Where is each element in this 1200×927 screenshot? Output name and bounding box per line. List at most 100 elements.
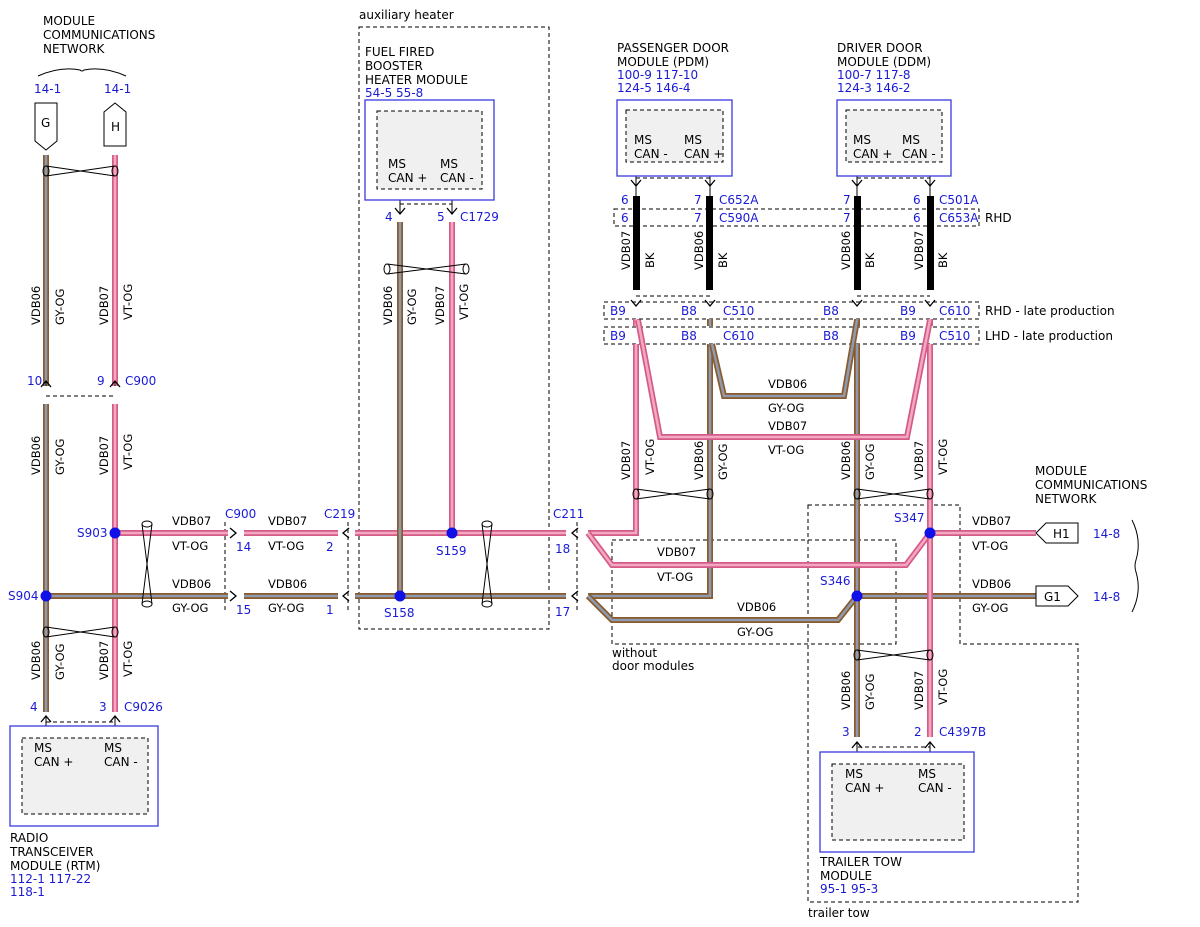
- label-bk-pdm-b: BK: [716, 252, 730, 268]
- arrow-door-top-2: [851, 179, 863, 188]
- splice-s903: [109, 527, 121, 539]
- network-right-title-2: COMMUNICATIONS: [1035, 478, 1147, 492]
- c211-pin-a: 18: [555, 542, 570, 556]
- label-gy-h-door: GY-OG: [768, 401, 804, 415]
- trailer-can-plus-2: CAN +: [845, 781, 884, 795]
- label-w6-mid-c: VDB06: [839, 441, 853, 480]
- trailer-name-2: MODULE: [820, 869, 872, 883]
- twist-rtm: [45, 626, 116, 638]
- ddm-pin-dash: [857, 177, 930, 297]
- rtm-can-minus-2: CAN -: [104, 755, 138, 769]
- label-vt-h-1: VT-OG: [172, 539, 208, 553]
- without-door-line-1: without: [612, 646, 657, 660]
- rtm-name-1: RADIO: [10, 831, 48, 845]
- trailer-tow-group: [807, 504, 1079, 903]
- ddm-refs-2: 124-3 146-2: [837, 81, 911, 95]
- network-right-brace: [1131, 519, 1139, 613]
- ddm-can-minus-2: CAN -: [902, 147, 936, 161]
- twist-aux-end-a: [383, 263, 391, 275]
- splice-s346: [851, 590, 863, 602]
- twist-bus-right: [481, 523, 493, 605]
- network-ref-h: 14-1: [104, 82, 131, 96]
- trailer-pin-b: 2: [914, 725, 922, 739]
- wire-layer: [43, 155, 1036, 737]
- connector-h1-icon: [1035, 522, 1079, 544]
- c219-label: C219: [324, 507, 355, 521]
- rhd-connector-band-1: [613, 208, 980, 227]
- arrow-door-bot-0: [630, 299, 642, 308]
- aux-group-label: auxiliary heater: [359, 8, 454, 22]
- twist-door-left-end-b: [706, 488, 714, 500]
- arrow-door-top-0: [630, 179, 642, 188]
- label-vt-h-door: VT-OG: [768, 443, 804, 457]
- trailer-tow-module: MS CAN + MS CAN - TRAILER TOW MODULE 95-…: [808, 725, 986, 920]
- twist-bus-right-end-b: [481, 600, 493, 608]
- aux-can-plus-1: MS: [388, 157, 406, 171]
- twist-bus-right-end-a: [481, 520, 493, 528]
- twist-trailer-end-b: [926, 649, 934, 661]
- arrow-c219-2: [341, 527, 350, 539]
- aux-refs: 54-5 55-8: [365, 86, 423, 100]
- rtm-refs-2: 118-1: [10, 885, 45, 899]
- row2-label-4: B8: [823, 329, 839, 343]
- c219-pin-b: 1: [326, 603, 334, 617]
- aux-can-minus-1: MS: [440, 157, 458, 171]
- trailer-can-plus-1: MS: [845, 767, 863, 781]
- row2-label-2: B8: [681, 329, 697, 343]
- pdm-connector-1: C652A: [719, 193, 759, 207]
- pdm-pin-4: 7: [694, 211, 702, 225]
- aux-heater-module: auxiliary heater FUEL FIRED BOOSTER HEAT…: [359, 8, 499, 224]
- label-w7-left-3: VDB07: [97, 641, 111, 680]
- without-door-modules-group: [611, 539, 897, 645]
- trailer-group-label: trailer tow: [808, 906, 870, 920]
- twist-door-left-end-a: [632, 488, 640, 500]
- splice-label-s904: S904: [8, 589, 39, 603]
- trailer-refs: 95-1 95-3: [820, 882, 878, 896]
- row1-note: RHD - late production: [985, 304, 1115, 318]
- rtm-pin-b: 3: [99, 700, 107, 714]
- wire-bypass-vt-outline: [585, 531, 933, 568]
- ddm-can-minus-1: MS: [902, 133, 920, 147]
- network-ref-h1: 14-8: [1093, 527, 1120, 541]
- connector-g-icon: [34, 102, 58, 151]
- rtm-connector: C9026: [124, 700, 163, 714]
- wire-bypass-gy: [587, 595, 859, 622]
- network-right-title-3: NETWORK: [1035, 492, 1098, 506]
- label-gy-h-right: GY-OG: [972, 601, 1008, 615]
- without-door-line-2: door modules: [612, 659, 694, 673]
- rtm-module: MS CAN + MS CAN - RADIO TRANSCEIVER MODU…: [9, 700, 163, 899]
- row2-label-6: C510: [939, 329, 970, 343]
- arrow-door-top-1: [704, 179, 716, 188]
- arrow-c219-1: [341, 590, 350, 602]
- c211-label: C211: [553, 507, 584, 521]
- ddm-bk-wire-a: [854, 196, 861, 290]
- pdm-module: PASSENGER DOOR MODULE (PDM) 100-9 117-10…: [616, 41, 759, 225]
- label-w7-h-door: VDB07: [768, 419, 807, 433]
- c900-connector-dash: [46, 395, 226, 612]
- wire-pdm-a-down-outline: [588, 344, 639, 536]
- twist-network-top-end-a: [42, 165, 50, 177]
- pdm-can-minus-1: MS: [634, 133, 652, 147]
- label-w7-h-bypass: VDB07: [657, 545, 696, 559]
- label-w7-trailer: VDB07: [912, 671, 926, 710]
- pdm-inner: [625, 109, 724, 163]
- wire-labels: VDB06 GY-OG VDB07 VT-OG VDB06 GY-OG VDB0…: [29, 231, 1011, 710]
- connector-h-label: H: [111, 120, 120, 134]
- aux-pin-b: 5: [437, 210, 445, 224]
- pdm-refs-2: 124-5 146-4: [617, 81, 691, 95]
- row2-label-3: C610: [723, 329, 754, 343]
- wire-bypass-gy-outline: [585, 593, 860, 623]
- arrow-c900-15: [229, 590, 238, 602]
- inline-connector-labels: 10 9 C900 C900 14 15 C219 2 1 C211 18 17…: [27, 374, 694, 673]
- splice-labels: S903 S904 S159 S158 S347 S346: [8, 511, 925, 620]
- c211-pin-b: 17: [555, 605, 570, 619]
- label-w7-ddm-b: VDB07: [912, 231, 926, 270]
- door-bk-segments: [633, 196, 934, 290]
- pdm-pin-dash: [636, 177, 710, 297]
- wire-bypass-vt: [586, 532, 932, 567]
- connector-g-label: G: [41, 116, 50, 130]
- label-w6-h-1: VDB06: [172, 577, 211, 591]
- pdm-pin-2: 7: [694, 193, 702, 207]
- label-vt-h-2: VT-OG: [268, 539, 304, 553]
- label-w6-h-2: VDB06: [268, 577, 307, 591]
